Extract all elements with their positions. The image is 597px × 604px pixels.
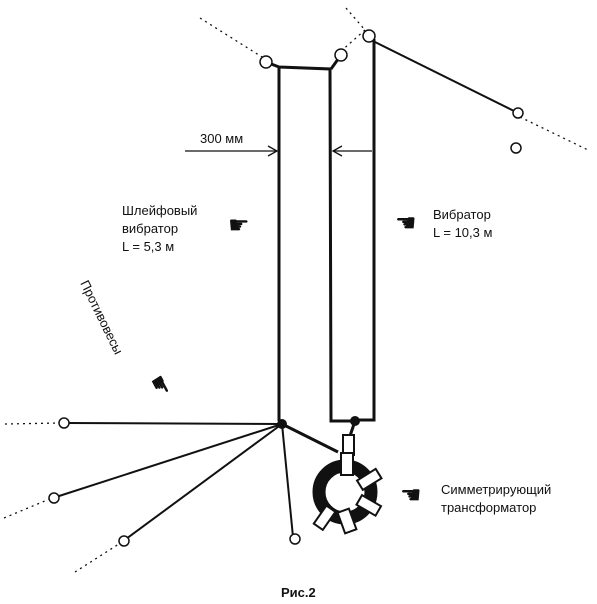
insulator-ring-icon xyxy=(362,29,376,43)
insulator-ring-icon xyxy=(118,535,130,547)
junction-dot-counterpoise xyxy=(277,419,287,429)
insulator-ring-icon xyxy=(289,533,301,545)
insulator-ring-icon xyxy=(48,492,60,504)
insulator-ring-icon xyxy=(259,55,273,69)
folded-dipole-label: Шлейфовый вибратор L = 5,3 м xyxy=(122,203,201,254)
pointing-hand-left-icon: ☚ xyxy=(400,481,422,509)
insulator-ring-icon xyxy=(58,417,70,429)
gap-label: 300 мм xyxy=(200,131,243,146)
vibrator-wire xyxy=(329,35,376,422)
support-ropes xyxy=(3,7,589,573)
gap-dimension-arrows xyxy=(185,145,372,157)
insulators xyxy=(48,29,524,547)
transformer-label: Симметрирующий трансформатор xyxy=(441,482,555,515)
vibrator-label: Вибратор L = 10,3 м xyxy=(433,207,494,240)
insulator-ring-icon xyxy=(334,48,348,62)
pointing-hand-right-icon: ☛ xyxy=(228,211,250,239)
folded-dipole-wire xyxy=(265,60,356,423)
insulator-ring-icon xyxy=(510,142,522,154)
toroid-transformer-icon xyxy=(312,434,383,535)
counterpoise-wires xyxy=(55,422,294,540)
counterpoises-label: Противовесы xyxy=(77,278,126,357)
insulator-ring-icon xyxy=(512,107,524,119)
figure-caption: Рис.2 xyxy=(281,585,316,600)
pointing-hand-down-icon: ☛ xyxy=(143,370,178,402)
pointing-hand-left-icon: ☚ xyxy=(395,209,417,237)
junction-dot-vibrator xyxy=(350,416,360,426)
feed-line xyxy=(281,422,339,454)
support-rope-right xyxy=(370,39,517,113)
